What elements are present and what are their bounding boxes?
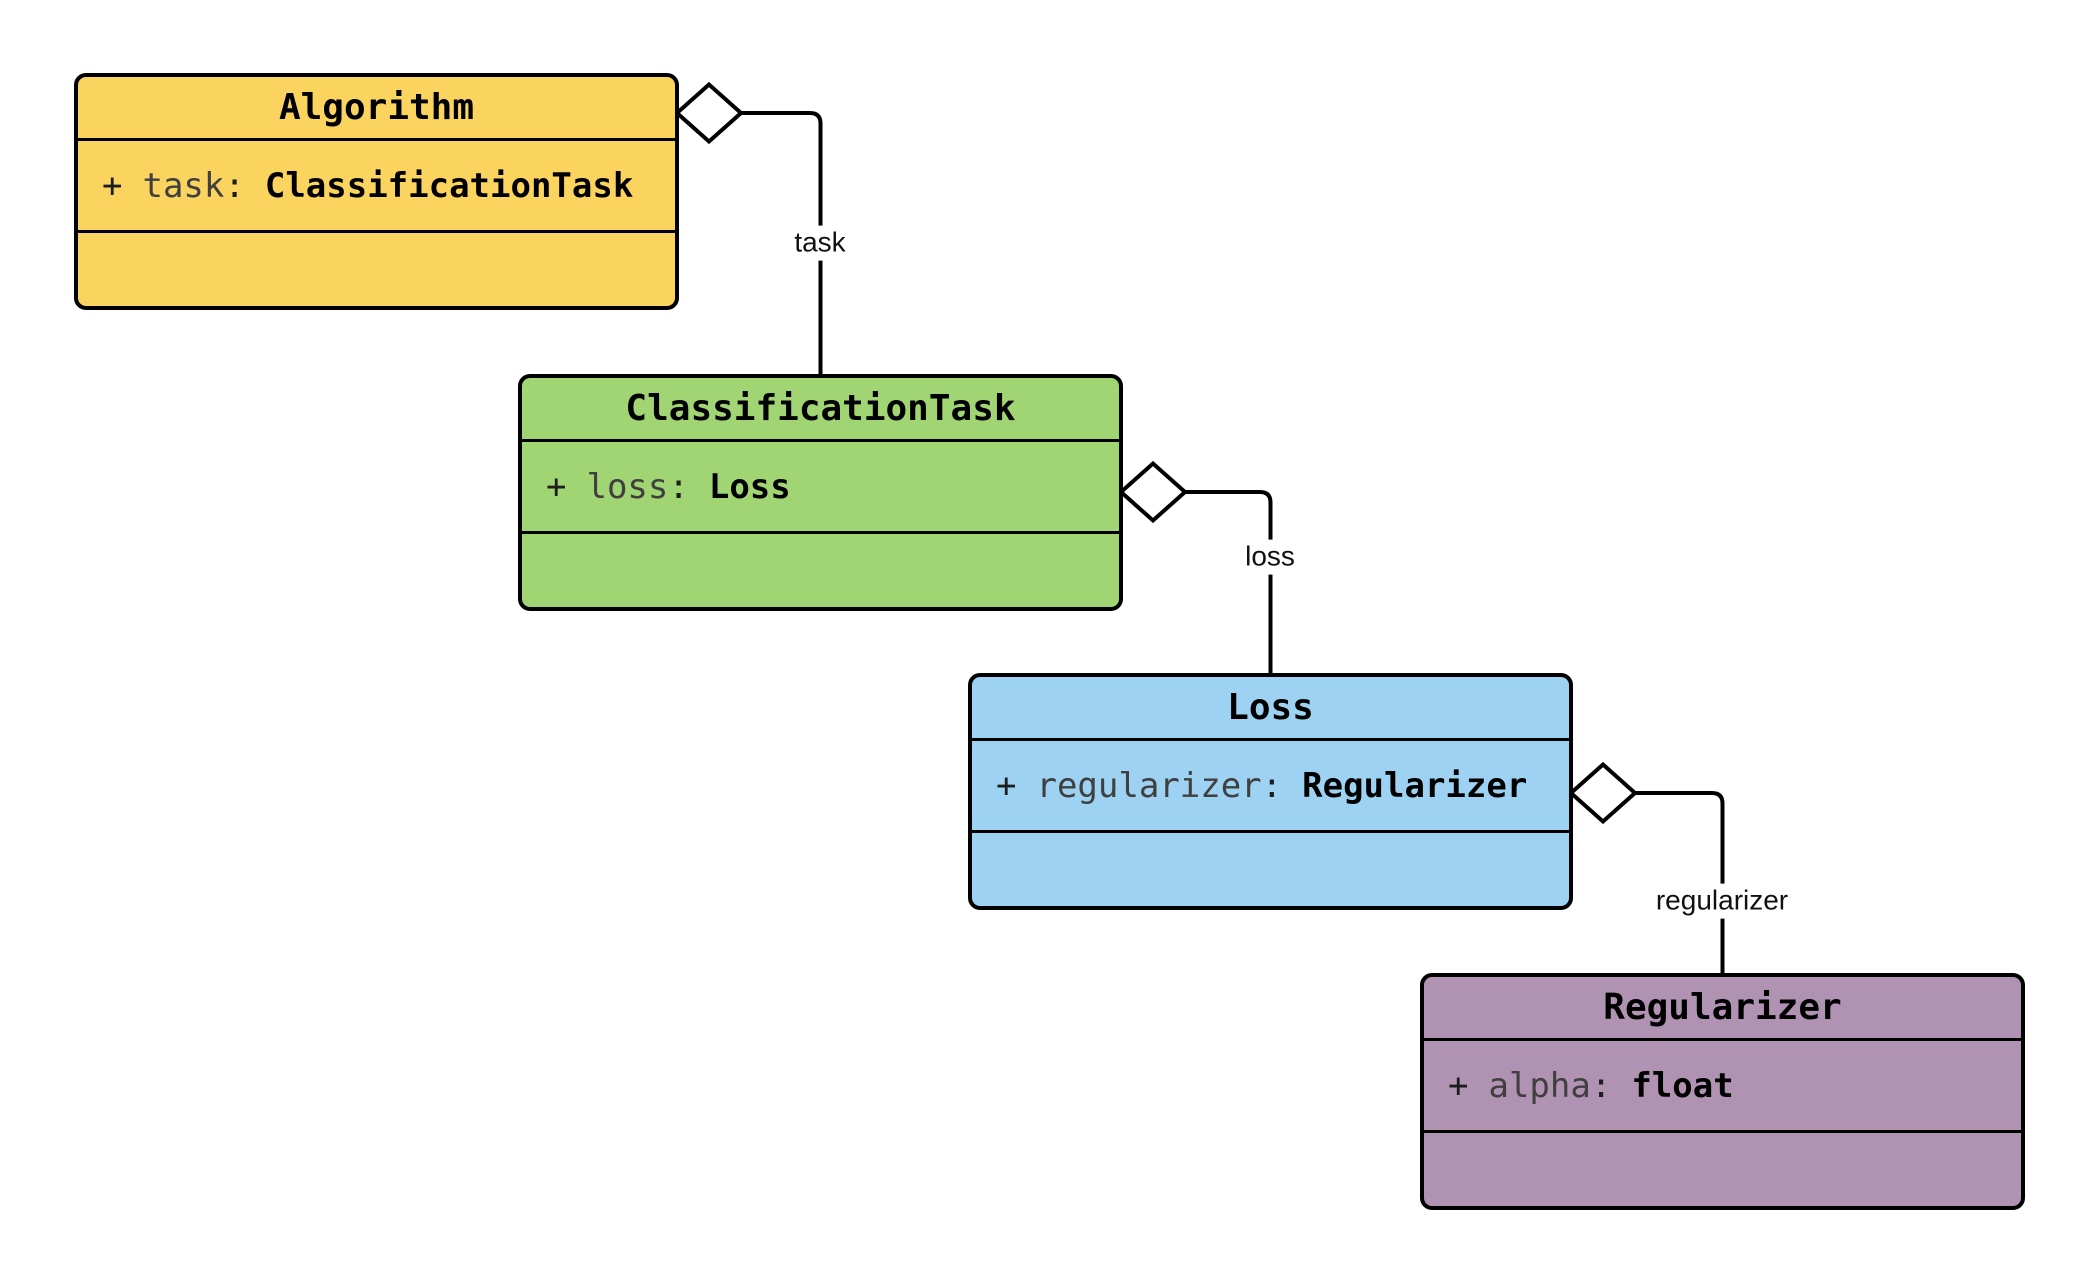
- attribute-type: float: [1631, 1065, 1734, 1106]
- attribute-type: Loss: [708, 466, 791, 507]
- class-title: Loss: [1227, 687, 1314, 728]
- class-box-classificationtask: ClassificationTask + loss: Loss: [518, 374, 1123, 611]
- attribute-visibility: +: [1448, 1065, 1469, 1106]
- class-title: Algorithm: [278, 87, 475, 128]
- class-attribute: + alpha: float: [1448, 1066, 1734, 1106]
- edge-line-regularizer: [1633, 791, 1725, 973]
- class-box-loss: Loss + regularizer: Regularizer: [968, 673, 1573, 910]
- edge-label-task: task: [784, 225, 856, 261]
- class-attributes-compartment: + alpha: float: [1424, 1038, 2021, 1130]
- attribute-type: Regularizer: [1302, 765, 1528, 806]
- edge-line-loss: [1183, 490, 1273, 673]
- edge-line-task: [739, 111, 823, 374]
- class-attribute: + loss: Loss: [546, 467, 791, 507]
- edge-label-loss: loss: [1235, 539, 1305, 575]
- class-title: Regularizer: [1603, 987, 1842, 1028]
- class-methods-compartment: [522, 531, 1119, 607]
- aggregation-diamond-icon: [1567, 761, 1639, 825]
- attribute-visibility: +: [996, 765, 1017, 806]
- class-attribute: + task: ClassificationTask: [102, 166, 633, 206]
- class-methods-compartment: [78, 230, 675, 306]
- attribute-visibility: +: [102, 165, 123, 206]
- attribute-name: alpha: [1488, 1065, 1591, 1106]
- aggregation-diamond-icon: [1117, 460, 1189, 524]
- attribute-name: task: [142, 165, 225, 206]
- attribute-colon: :: [668, 466, 689, 507]
- attribute-colon: :: [1261, 765, 1283, 806]
- aggregation-diamond-icon: [673, 81, 745, 145]
- class-title: ClassificationTask: [625, 388, 1016, 429]
- class-attributes-compartment: + regularizer: Regularizer: [972, 738, 1569, 830]
- attribute-colon: :: [1590, 1065, 1612, 1106]
- attribute-type: ClassificationTask: [264, 165, 634, 206]
- class-attributes-compartment: + loss: Loss: [522, 439, 1119, 531]
- class-attribute: + regularizer: Regularizer: [996, 766, 1527, 806]
- attribute-name: loss: [586, 466, 669, 507]
- attribute-visibility: +: [546, 466, 567, 507]
- class-methods-compartment: [972, 830, 1569, 906]
- attribute-colon: :: [224, 165, 245, 206]
- class-attributes-compartment: + task: ClassificationTask: [78, 138, 675, 230]
- attribute-name: regularizer: [1036, 765, 1262, 806]
- class-box-algorithm: Algorithm + task: ClassificationTask: [74, 73, 679, 310]
- edge-label-regularizer: regularizer: [1645, 883, 1799, 919]
- class-box-regularizer: Regularizer + alpha: float: [1420, 973, 2025, 1210]
- class-methods-compartment: [1424, 1130, 2021, 1206]
